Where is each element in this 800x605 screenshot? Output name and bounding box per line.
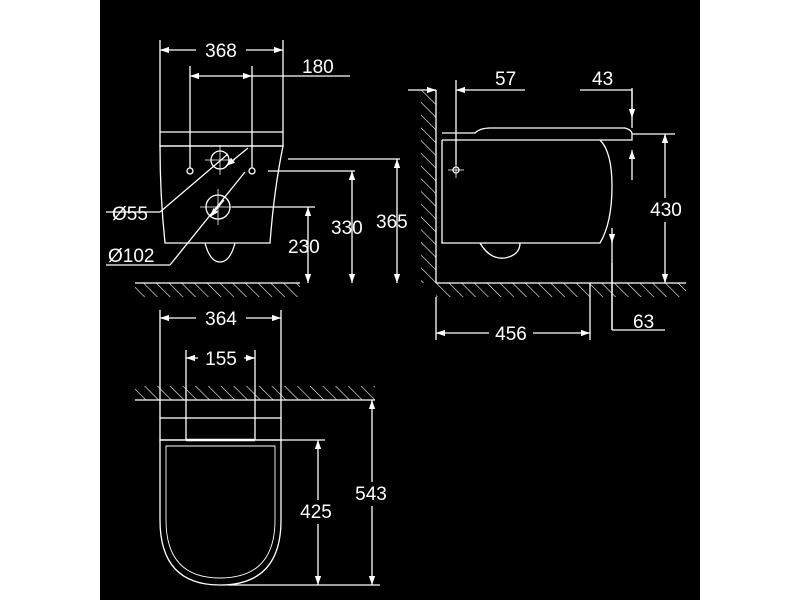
- side-outlet: [479, 242, 521, 259]
- leader-102: [169, 171, 246, 266]
- front-bowl: [159, 145, 284, 244]
- label-63: 63: [633, 312, 654, 333]
- label-456: 456: [495, 324, 527, 345]
- label-diameter-55: Ø55: [112, 204, 148, 225]
- label-330: 330: [331, 218, 363, 239]
- label-364: 364: [205, 309, 237, 330]
- label-368: 368: [205, 41, 237, 62]
- side-bowl: [441, 139, 613, 244]
- label-365: 365: [376, 212, 408, 233]
- front-view: [106, 40, 401, 297]
- label-57: 57: [495, 69, 516, 90]
- top-bowl-inner: [165, 445, 276, 579]
- label-543: 543: [355, 484, 387, 505]
- label-180: 180: [302, 57, 334, 78]
- front-floor-hatch: [135, 283, 300, 297]
- label-diameter-102: Ø102: [108, 246, 154, 267]
- label-155: 155: [205, 349, 237, 370]
- label-430: 430: [650, 200, 682, 221]
- top-bowl-outer: [159, 439, 282, 586]
- label-43: 43: [592, 69, 613, 90]
- top-view: [135, 310, 380, 586]
- side-lid: [442, 127, 633, 141]
- drawing-background: [100, 0, 700, 600]
- front-outlet-spigot: [204, 242, 236, 263]
- label-230: 230: [288, 237, 320, 258]
- label-425: 425: [300, 502, 332, 523]
- leader-55: [159, 153, 229, 213]
- side-floor-hatch: [436, 283, 686, 297]
- side-wall-hatch: [421, 90, 436, 283]
